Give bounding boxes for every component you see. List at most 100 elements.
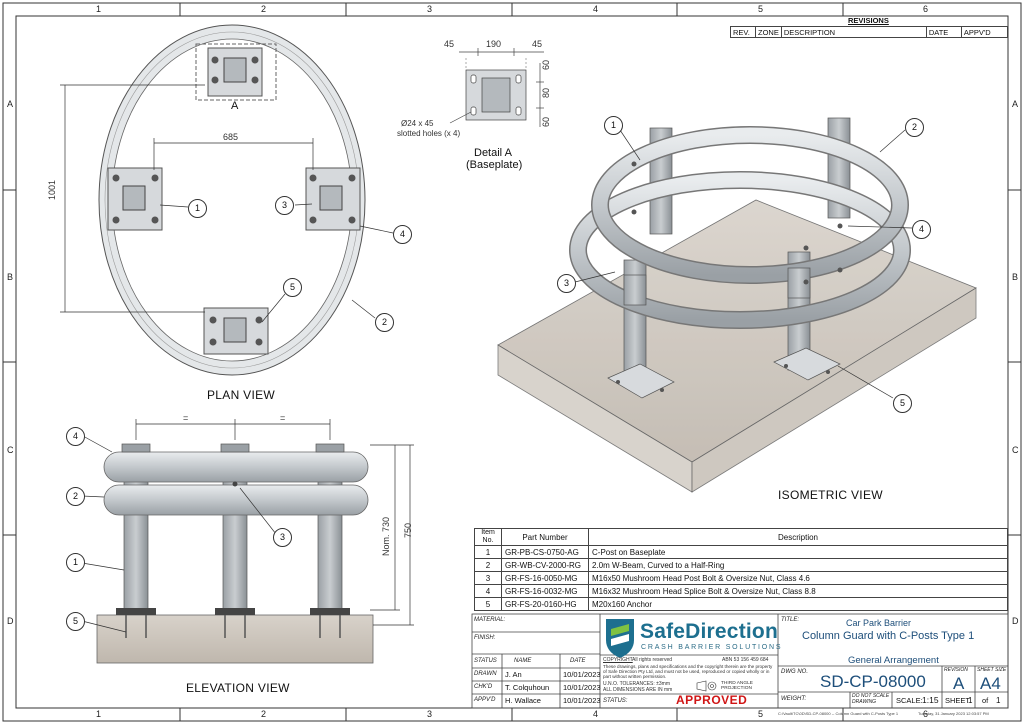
zone-row-a-right: A — [1012, 99, 1019, 109]
sheet-size-value: A4 — [980, 674, 1001, 693]
zone-col-3-bottom: 3 — [427, 709, 433, 719]
zone-col-4-bottom: 4 — [593, 709, 599, 719]
dimension-units-note: ALL DIMENSIONS ARE IN mm — [603, 687, 673, 693]
elevation-nominal-height: Nom. 730 — [381, 516, 391, 556]
elev-callout-2: 2 — [66, 487, 85, 506]
signoff-name-approved: H. Wallace — [505, 696, 541, 705]
plan-callout-2: 2 — [375, 313, 394, 332]
scale-value: 1:15 — [922, 695, 939, 705]
bom-item: 4 — [474, 584, 502, 598]
plan-width-dimension: 685 — [223, 132, 239, 142]
status-header-status: STATUS — [474, 658, 497, 664]
sheet-of: of — [982, 696, 989, 705]
sheet-total: 1 — [996, 696, 1001, 705]
title-block-lines — [471, 613, 1009, 709]
elevation-view-drawing — [81, 419, 414, 664]
bom-header-description: Description — [588, 528, 1008, 546]
hole-note-count: slotted holes (x 4) — [397, 129, 461, 138]
plot-date: Tuesday, 31 January 2023 12:03:57 PM — [918, 711, 989, 716]
plan-callout-3: 3 — [275, 196, 294, 215]
detail-a-dim-side-middle: 80 — [541, 87, 551, 98]
zone-col-3-top: 3 — [427, 4, 433, 14]
bom-desc: C-Post on Baseplate — [588, 545, 1008, 559]
file-path: C:\Vault\TC\0D\SD-CP-08000 -- Column Gua… — [778, 711, 899, 716]
revision-value: A — [953, 674, 965, 693]
company-abn: ABN 53 156 459 684 — [722, 657, 769, 663]
isometric-view-title: ISOMETRIC VIEW — [778, 488, 883, 502]
approved-status-stamp: APPROVED — [676, 693, 748, 707]
elevation-equal-mark-right: = — [280, 413, 286, 423]
iso-callout-3: 3 — [557, 274, 576, 293]
plan-height-dimension: 1001 — [47, 179, 57, 200]
detail-a-dim-left: 45 — [444, 39, 455, 49]
zone-row-a-left: A — [7, 99, 14, 109]
detail-a-title: Detail A — [474, 147, 512, 159]
safedirection-logo-icon — [606, 619, 634, 658]
rev-header-appvd: APPV'D — [960, 26, 1009, 38]
bom-item: 2 — [474, 558, 502, 572]
bom-part: GR-WB-CV-2000-RG — [501, 558, 589, 572]
rev-header-description: DESCRIPTION — [780, 26, 927, 38]
revisions-title: REVISIONS — [848, 16, 889, 25]
detail-a-reference-label: A — [231, 100, 239, 112]
iso-callout-1: 1 — [604, 116, 623, 135]
bom-row: 2 GR-WB-CV-2000-RG 2.0m W-Beam, Curved t… — [474, 558, 1008, 572]
detail-a-drawing — [449, 48, 544, 127]
bom-item: 1 — [474, 545, 502, 559]
weight-label: WEIGHT: — [781, 696, 807, 702]
drawing-number-label: DWG NO. — [781, 669, 808, 675]
zone-col-6-bottom: 6 — [923, 709, 929, 719]
drawing-title-line-2: Column Guard with C-Posts Type 1 — [802, 630, 975, 642]
sheet-label: SHEET — [945, 696, 971, 705]
elevation-view-title: ELEVATION VIEW — [186, 681, 290, 695]
rev-header-zone: ZONE — [755, 26, 782, 38]
plan-callout-5: 5 — [283, 278, 302, 297]
signoff-date-approved: 10/01/2023 — [563, 696, 601, 705]
elevation-total-height: 750 — [403, 522, 413, 538]
drawing-title-line-3: General Arrangement — [848, 655, 939, 666]
drawing-number: SD-CP-08000 — [820, 672, 926, 691]
bom-table: Item No. Part Number Description 1 GR-PB… — [474, 528, 1008, 611]
rev-header-date: DATE — [925, 26, 962, 38]
bom-desc: M16x50 Mushroom Head Post Bolt & Oversiz… — [588, 571, 1008, 585]
plan-view-title: PLAN VIEW — [207, 388, 276, 402]
bom-part: GR-FS-20-0160-HG — [501, 597, 589, 611]
bom-row: 3 GR-FS-16-0050-MG M16x50 Mushroom Head … — [474, 571, 1008, 585]
iso-callout-2: 2 — [905, 118, 924, 137]
zone-col-4-top: 4 — [593, 4, 599, 14]
revision-label: REVISION — [944, 667, 968, 673]
detail-a-dim-side-top: 60 — [541, 59, 551, 70]
copyright-rights: All rights reserved — [632, 657, 673, 663]
sheet-number: 1 — [968, 696, 973, 705]
copyright-notice: These drawings, plans and specifications… — [603, 664, 773, 680]
signoff-name-checked: T. Colquhoun — [505, 683, 550, 692]
zone-row-c-right: C — [1012, 445, 1019, 455]
elev-callout-5: 5 — [66, 612, 85, 631]
copyright-label: COPYRIGHT — [603, 657, 633, 663]
status-label: STATUS: — [603, 698, 628, 704]
elev-callout-1: 1 — [66, 553, 85, 572]
detail-a-dim-right: 45 — [532, 39, 543, 49]
isometric-view-drawing — [497, 117, 977, 493]
zone-col-2-bottom: 2 — [261, 709, 267, 719]
title-label: TITLE: — [781, 617, 800, 623]
detail-a-dim-side-bottom: 60 — [541, 116, 551, 127]
plan-view-drawing — [60, 24, 394, 376]
elevation-equal-mark-left: = — [183, 413, 189, 423]
elev-callout-3: 3 — [273, 528, 292, 547]
bom-desc: M16x32 Mushroom Head Splice Bolt & Overs… — [588, 584, 1008, 598]
plan-callout-1: 1 — [188, 199, 207, 218]
signoff-date-drawn: 10/01/2023 — [563, 670, 601, 679]
detail-a-subtitle: (Baseplate) — [466, 159, 523, 171]
zone-row-d-left: D — [7, 616, 14, 626]
bom-row: 5 GR-FS-20-0160-HG M20x160 Anchor — [474, 597, 1008, 611]
bom-part: GR-PB-CS-0750-AG — [501, 545, 589, 559]
rev-header-rev: REV. — [730, 26, 756, 38]
bom-desc: M20x160 Anchor — [588, 597, 1008, 611]
bom-item: 5 — [474, 597, 502, 611]
iso-callout-5: 5 — [893, 394, 912, 413]
zone-col-5-top: 5 — [758, 4, 764, 14]
signoff-role-approved: APPV'D — [474, 697, 496, 703]
company-logo-text: SafeDirection — [640, 620, 778, 643]
bom-header-part-number: Part Number — [501, 528, 589, 546]
